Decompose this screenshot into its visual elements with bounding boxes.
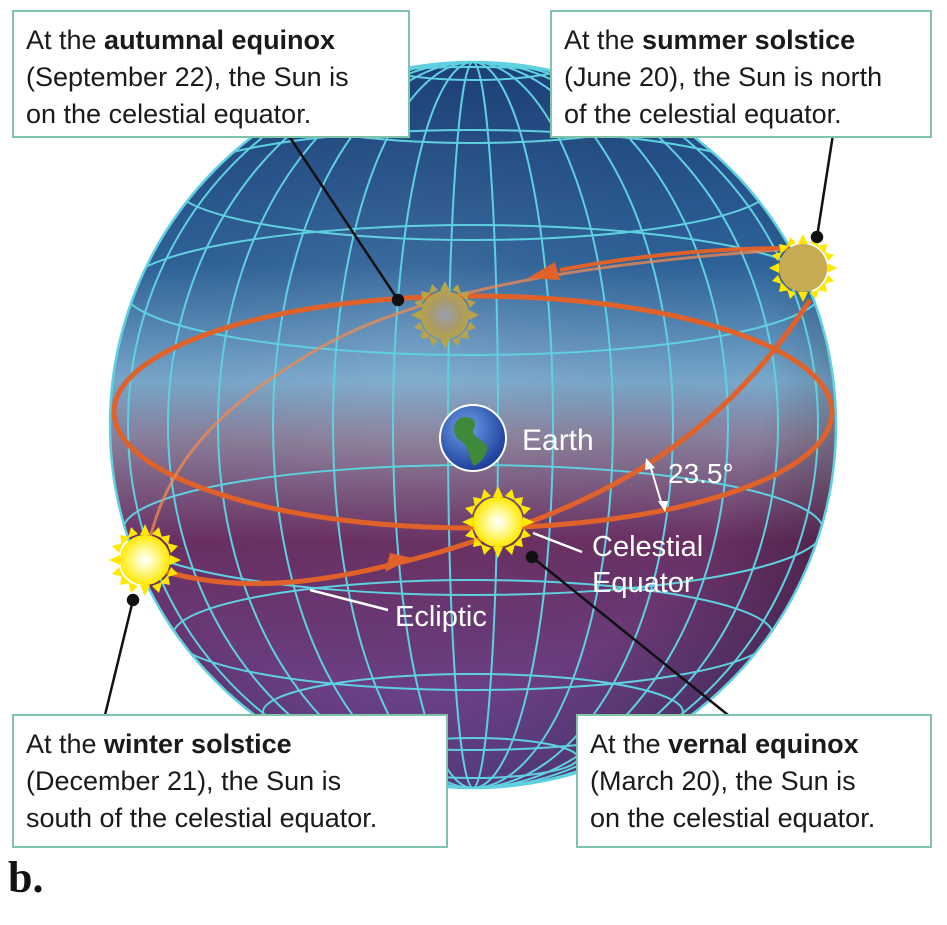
tilt-label: 23.5°	[668, 458, 734, 489]
callout-summer-line2: (June 20), the Sun is north	[564, 62, 883, 92]
callout-autumnal-line2: (September 22), the Sun is	[26, 62, 349, 92]
callout-autumnal-line3: on the celestial equator.	[26, 99, 312, 129]
callout-summer-line1: At the summer solstice	[564, 25, 856, 55]
callout-winter-bold: winter solstice	[104, 729, 292, 759]
ecliptic-label: Ecliptic	[395, 601, 487, 633]
callout-winter-line2: (December 21), the Sun is	[26, 766, 342, 796]
callout-winter-line3: south of the celestial equator.	[26, 803, 378, 833]
celestial-equator	[111, 293, 835, 531]
sphere-outline	[108, 60, 838, 790]
callout-vernal-line2: (March 20), the Sun is	[590, 766, 856, 796]
callout-summer-bold: summer solstice	[642, 25, 856, 55]
sun-winter-solstice	[109, 524, 181, 596]
callout-summer-solstice: At the summer solstice (June 20), the Su…	[550, 10, 932, 138]
callout-vernal-line1: At the vernal equinox	[590, 729, 859, 759]
panel-letter: b.	[8, 853, 44, 902]
callout-leaders	[103, 127, 836, 716]
celestial-equator-label-line2: Equator	[592, 567, 694, 599]
sun-vernal-equinox	[462, 486, 534, 558]
earth	[439, 404, 507, 472]
callout-vernal-line3: on the celestial equator.	[590, 803, 876, 833]
ecliptic-arrow-bottom	[385, 553, 412, 572]
callout-autumnal-equinox: At the autumnal equinox (September 22), …	[12, 10, 410, 138]
sun-autumnal-equinox	[411, 281, 479, 349]
label-leaders	[309, 531, 583, 612]
callout-winter-line1: At the winter solstice	[26, 729, 292, 759]
callout-summer-line3: of the celestial equator.	[564, 99, 842, 129]
sun-summer-solstice	[769, 234, 837, 302]
callout-vernal-bold: vernal equinox	[668, 729, 859, 759]
celestial-equator-label-line1: Celestial	[592, 531, 703, 563]
callout-autumnal-line1: At the autumnal equinox	[26, 25, 336, 55]
callout-autumnal-bold: autumnal equinox	[104, 25, 336, 55]
callout-winter-solstice: At the winter solstice (December 21), th…	[12, 714, 448, 848]
ecliptic-back	[143, 246, 806, 561]
callout-vernal-equinox: At the vernal equinox (March 20), the Su…	[576, 714, 932, 848]
tilt-indicator	[645, 458, 668, 512]
ecliptic-arrow-top	[528, 262, 560, 280]
ecliptic-front	[144, 298, 813, 587]
earth-label: Earth	[522, 424, 594, 457]
